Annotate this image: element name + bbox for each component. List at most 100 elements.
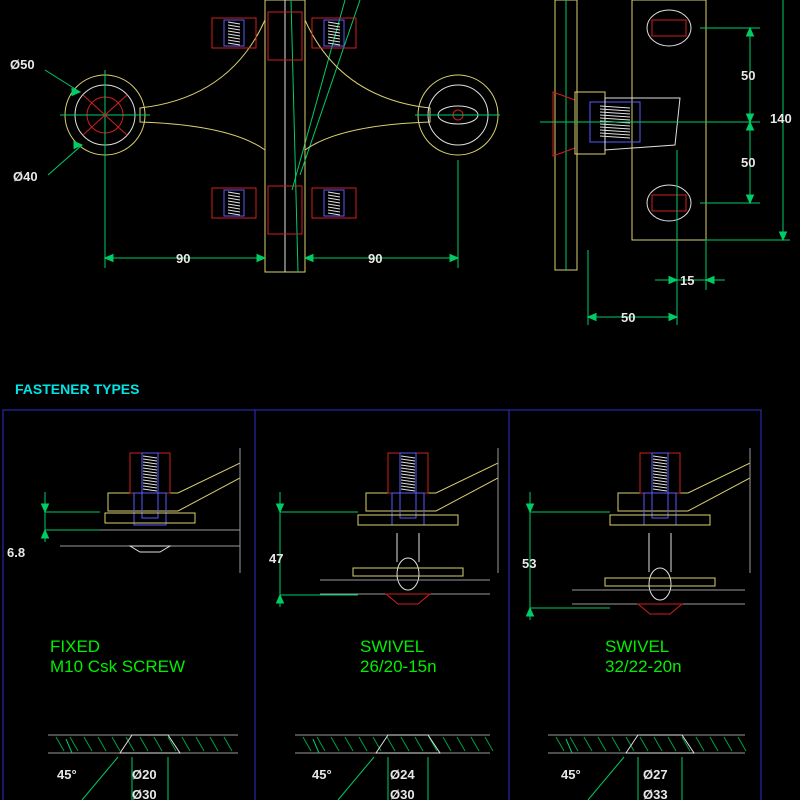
side-plate (631, 0, 707, 241)
fastener-2-detail-hatch (302, 736, 312, 752)
arm-right-arrow-a (303, 253, 314, 263)
fastener-3-thread (652, 461, 668, 465)
side-hole-top-ring (646, 9, 692, 47)
fastener-2-thread (400, 479, 416, 483)
fastener-3-detail-hatch (597, 736, 607, 752)
fastener-2-dia-small: Ø24 (390, 767, 415, 782)
side-arrow-i (668, 312, 679, 322)
fastener-3-bracket (617, 462, 751, 512)
fastener-1-washer (104, 512, 196, 524)
arm-right-arrow-b (449, 253, 460, 263)
fastener-3-ball (648, 567, 672, 601)
fastener-2-detail-hatch (414, 736, 424, 752)
bolt-thread-3 (227, 191, 241, 195)
dim-hole-bottom: 50 (741, 155, 755, 170)
leader-line-top (291, 0, 346, 191)
side-hole-top-slot (651, 19, 687, 37)
fastener-3-dim-arrow-b (525, 606, 535, 617)
bolt-thread-3 (227, 212, 241, 216)
fastener-1-detail-tick (65, 738, 73, 754)
fastener-1-thread (142, 485, 158, 489)
fastener-1-detail-hatch (181, 736, 191, 752)
fastener-3-dim-arrow-a (525, 503, 535, 514)
dim-hole-top: 50 (741, 68, 755, 83)
arm-left-arrow-a (103, 253, 114, 263)
bolt-thread-2 (327, 33, 341, 37)
side-arrow-h (586, 312, 597, 322)
bolt-body-2 (323, 19, 345, 47)
bolt-thread-3 (227, 209, 241, 213)
fastener-3-detail-tick (565, 738, 573, 754)
fastener-1-thread (142, 458, 158, 462)
mullion-clamp-bottom (267, 185, 303, 235)
fastener-3-detail-csk (625, 734, 695, 754)
bolt-thread-2 (327, 42, 341, 46)
fastener-3-thread (652, 488, 668, 492)
fastener-2-thread (400, 485, 416, 489)
fastener-3-detail-hatch (653, 736, 663, 752)
fastener-1-dim-arrow-b (40, 528, 50, 539)
mullion-rib (290, 0, 299, 273)
bolt-thread-2 (327, 30, 341, 34)
fastener-2-thread (400, 461, 416, 465)
fastener-3-angle-leader (587, 756, 625, 800)
fastener-2-detail-hatch (372, 736, 382, 752)
fastener-2-bolt (399, 452, 417, 519)
bolt-thread-3 (227, 200, 241, 204)
side-arrow-e (778, 231, 788, 242)
section-title: FASTENER TYPES (15, 381, 139, 397)
fastener-1-dim-arrow-a (40, 503, 50, 514)
fastener-2-detail-hatch (316, 736, 326, 752)
fastener-3-detail-hatch (737, 736, 747, 752)
fastener-2-thread (400, 476, 416, 480)
fastener-1-thread (142, 473, 158, 477)
fastener-1-detail-csk (119, 734, 181, 754)
fastener-2-thread (400, 470, 416, 474)
bolt-thread-3 (227, 206, 241, 210)
fastener-3-detail-hatch (555, 736, 565, 752)
bolt-thread-1 (227, 39, 241, 43)
fastener-1-thread (142, 488, 158, 492)
fastener-1-bracket (107, 462, 241, 512)
fastener-2-thread (400, 488, 416, 492)
fastener-1-thread (142, 461, 158, 465)
fastener-3-detail-hatch (569, 736, 579, 752)
fastener-1-thread (142, 479, 158, 483)
fastener-3-washer (609, 514, 711, 526)
fastener-2-detail-hatch (442, 736, 452, 752)
dia-outer-leader (44, 69, 81, 93)
fastener-1-nut (133, 492, 167, 526)
fastener-2-bracket (365, 462, 499, 512)
dim-arm-left: 90 (176, 251, 190, 266)
fastener-1-height-dim: 6.8 (7, 545, 25, 560)
dia-inner-leader (47, 144, 83, 176)
bolt-thread-2 (327, 27, 341, 31)
fastener-2-thread (400, 458, 416, 462)
fastener-3-detail-hatch (625, 736, 635, 752)
fastener-3-thread (652, 470, 668, 474)
fastener-3-detail-hatch (667, 736, 677, 752)
fastener-3-nut (643, 492, 677, 526)
fastener-3-thread (652, 485, 668, 489)
bolt-thread-1 (227, 33, 241, 37)
fastener-2-thread (400, 455, 416, 459)
bolt-housing-1 (211, 17, 257, 49)
fastener-2-washer (357, 514, 459, 526)
bolt-housing-2 (311, 17, 357, 49)
fastener-2-detail-hatch (358, 736, 368, 752)
spider-arm-right (304, 19, 431, 151)
fastener-1-dia-small: Ø20 (132, 767, 157, 782)
fastener-2-detail-hatch (470, 736, 480, 752)
fastener-2-thread (400, 473, 416, 477)
fastener-2-height-dim: 47 (269, 551, 283, 566)
fastener-3-bolt (651, 452, 669, 519)
fastener-3-spec: 32/22-20n (605, 657, 682, 676)
fastener-3-thread (652, 458, 668, 462)
bolt-thread-4 (327, 209, 341, 213)
fastener-2-disc (352, 567, 464, 577)
fastener-1-detail-hatch (97, 736, 107, 752)
fastener-3-detail-hatch (681, 736, 691, 752)
bolt-thread-4 (327, 206, 341, 210)
side-arrow-a (745, 26, 755, 37)
